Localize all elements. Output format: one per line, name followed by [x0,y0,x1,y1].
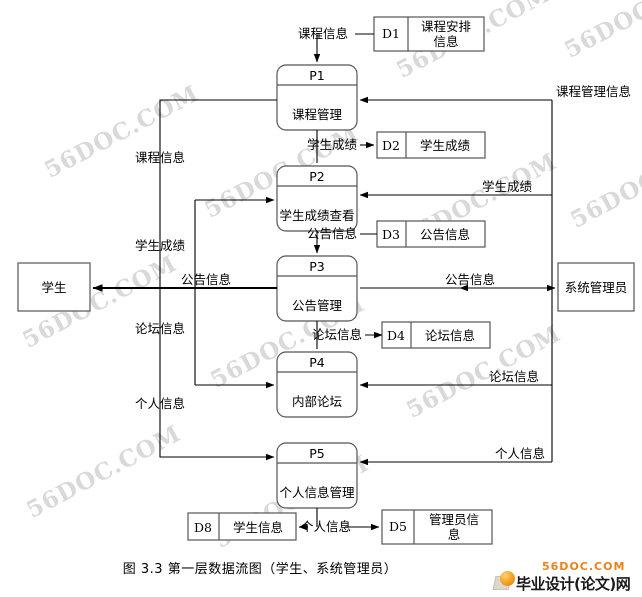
datastore-number: D4 [387,328,405,343]
datastore-d2[interactable]: D2 学生成绩 [376,131,486,159]
figure-caption: 图 3.3 第一层数据流图（学生、系统管理员） [122,562,398,577]
datastore-label-line1: 管理员信 [429,512,479,527]
datastore-d5[interactable]: D5 管理员信 息 [381,509,493,545]
flow-admin-forum: 论坛信息 [359,290,553,389]
process-label: 个人信息管理 [279,485,355,500]
flow-label: 课程信息 [298,26,348,41]
flow-label: 公告信息 [181,272,231,287]
datastore-number: D8 [194,520,212,535]
datastore-d3[interactable]: D3 公告信息 [376,220,486,248]
datastore-label-line2: 息 [448,527,461,542]
flow-p2-to-d3: 公告信息 [307,226,377,254]
flow-label: 课程管理信息 [556,84,631,99]
datastore-number: D3 [382,227,400,242]
process-p2[interactable]: P2 学生成绩查看 [276,165,358,232]
datastore-number: D2 [382,138,400,153]
datastore-d8[interactable]: D8 学生信息 [187,512,297,541]
process-p5[interactable]: P5 个人信息管理 [276,442,358,509]
flow-p1-to-d2: 学生成绩 [307,130,375,163]
entity-label: 学生 [41,280,66,295]
datastore-label-line2: 信息 [433,34,458,49]
entity-student[interactable]: 学生 [17,262,91,312]
process-label: 学生成绩查看 [279,208,354,223]
flow-label-left-score: 学生成绩 [135,238,186,253]
datastore-d4[interactable]: D4 论坛信息 [381,321,491,349]
footer-logo[interactable]: 56DOC.COM 毕业设计(论文)网 [492,560,642,594]
orange-sphere-icon [500,571,515,586]
datastore-label: 公告信息 [420,227,470,242]
flow-label: 学生成绩 [482,179,533,194]
flow-p1-left-course: 课程信息 [135,99,277,288]
process-number: P1 [309,68,325,83]
entity-label: 系统管理员 [565,280,628,295]
process-p1[interactable]: P1 课程管理 [276,64,358,131]
datastore-label-line1: 课程安排 [421,19,472,34]
flow-p3-to-student: 公告信息 [92,272,277,292]
datastore-number: D5 [389,519,407,534]
flow-label: 论坛信息 [489,369,539,384]
flow-label: 学生成绩 [307,137,358,152]
process-number: P5 [309,446,325,461]
process-number: P3 [309,259,325,274]
flow-label: 论坛信息 [312,327,362,342]
flow-label: 公告信息 [445,272,495,287]
footer-site-name: 56DOC.COM [542,560,626,573]
datastore-label: 论坛信息 [425,328,475,343]
flow-secondary-trunk [194,196,275,389]
datastore-number: D1 [382,26,400,41]
flow-p5-to-stores: 个人信息 [298,508,380,534]
process-p4[interactable]: P4 内部论坛 [276,351,358,418]
flow-p3-to-admin: 公告信息 [360,272,556,292]
logo-icon [492,570,516,590]
entity-admin[interactable]: 系统管理员 [557,262,635,312]
process-label: 内部论坛 [292,394,342,409]
footer-brand-name: 毕业设计(论文)网 [516,575,631,593]
process-number: P2 [309,169,325,184]
datastore-label: 学生信息 [233,520,283,535]
flow-admin-score: 学生成绩 [359,179,552,199]
process-number: P4 [309,355,325,370]
flow-admin-personal: 个人信息 [359,385,553,466]
flow-label: 个人信息 [495,446,545,461]
process-label: 课程管理 [292,107,343,122]
flow-p3-to-d4: 论坛信息 [312,321,383,349]
flow-label: 课程信息 [135,150,185,165]
datastore-d1[interactable]: D1 课程安排 信息 [373,16,485,52]
flow-d1-to-p1: 课程信息 [298,26,374,63]
flow-left-trunk-to-p5 [159,288,275,461]
process-p3[interactable]: P3 公告管理 [276,255,358,322]
flow-label: 个人信息 [301,519,351,534]
process-label: 公告管理 [292,298,343,313]
datastore-label: 学生成绩 [420,138,471,153]
flow-label: 公告信息 [307,226,357,241]
